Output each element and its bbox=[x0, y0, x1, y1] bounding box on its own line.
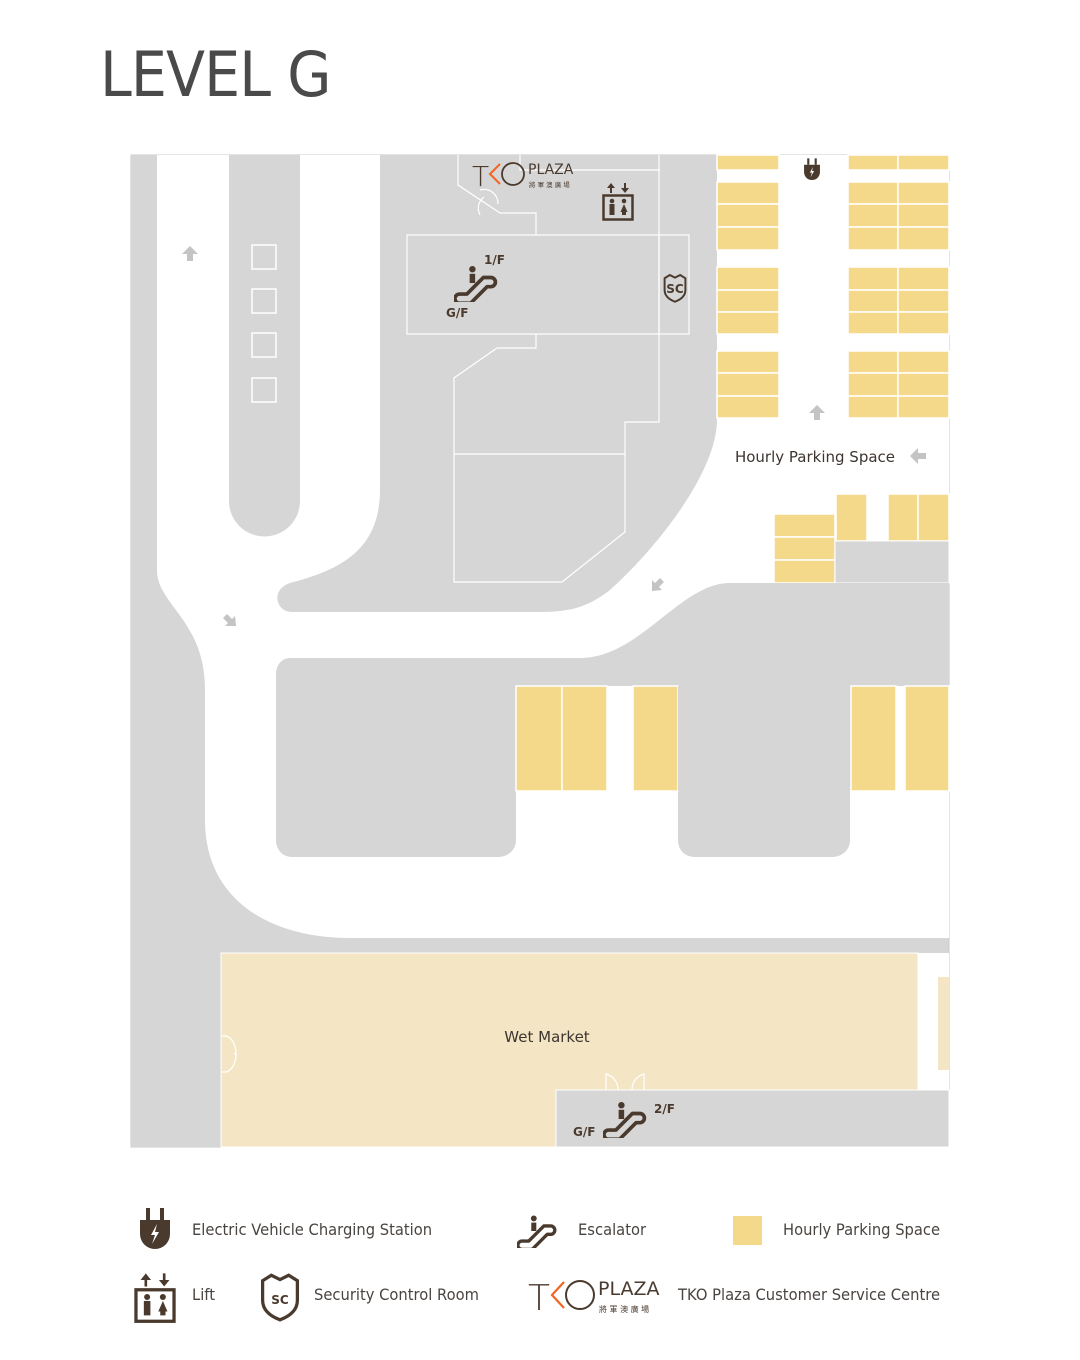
escalator-area bbox=[555, 1089, 950, 1148]
escalator-upper-floor: 2/F bbox=[654, 1102, 675, 1116]
arrow-left-icon bbox=[910, 448, 926, 464]
legend-hourly-parking-label: Hourly Parking Space bbox=[783, 1220, 941, 1239]
door-icon bbox=[222, 1035, 645, 1091]
security-icon-text: SC bbox=[271, 1293, 289, 1307]
svg-text:將 軍 澳 廣 場: 將 軍 澳 廣 場 bbox=[599, 1304, 649, 1314]
hourly-parking-label: Hourly Parking Space bbox=[735, 448, 895, 466]
escalator-upper-floor: 1/F bbox=[484, 253, 505, 267]
escalator-lower-floor: G/F bbox=[446, 306, 468, 320]
escalator-icon bbox=[517, 1214, 557, 1248]
building-outlines bbox=[406, 155, 690, 583]
level-title: LEVEL G bbox=[100, 38, 331, 111]
hourly-parking-spaces-lower bbox=[515, 685, 950, 792]
tko-plaza-logo: T PLAZA 將 軍 澳 廣 場 bbox=[472, 160, 574, 193]
legend-escalator-label: Escalator bbox=[578, 1220, 647, 1239]
wet-market-label: Wet Market bbox=[504, 1028, 590, 1046]
arrow-up-icon bbox=[182, 246, 198, 261]
svg-text:將 軍 澳 廣 場: 將 軍 澳 廣 場 bbox=[529, 180, 570, 189]
hourly-parking-swatch bbox=[733, 1216, 762, 1245]
ev-charging-icon bbox=[140, 1208, 170, 1249]
lift-icon bbox=[134, 1271, 176, 1324]
left-ground bbox=[131, 155, 898, 1147]
mall-block bbox=[277, 155, 717, 612]
svg-text:PLAZA: PLAZA bbox=[598, 1278, 660, 1300]
legend-ev-label: Electric Vehicle Charging Station bbox=[192, 1220, 433, 1239]
svg-text:T: T bbox=[528, 1278, 550, 1319]
direction-arrows bbox=[182, 246, 926, 626]
legend-customer-service-label: TKO Plaza Customer Service Centre bbox=[678, 1285, 940, 1304]
security-icon-text: SC bbox=[666, 282, 684, 296]
right-ground bbox=[834, 540, 950, 584]
tko-plaza-logo: T PLAZA 將 軍 澳 廣 場 bbox=[528, 1278, 660, 1319]
legend-security-label: Security Control Room bbox=[314, 1285, 479, 1304]
island bbox=[229, 155, 300, 537]
escalator-lower-floor: G/F bbox=[573, 1125, 595, 1139]
arrow-down-right-icon bbox=[223, 614, 236, 626]
arrow-up-left-icon bbox=[652, 578, 664, 591]
svg-text:PLAZA: PLAZA bbox=[528, 162, 574, 178]
hourly-parking-spaces bbox=[716, 154, 950, 584]
svg-text:T: T bbox=[472, 160, 489, 193]
parking-markers bbox=[251, 244, 277, 403]
arrow-up-icon bbox=[809, 405, 825, 420]
legend-lift-label: Lift bbox=[192, 1285, 215, 1304]
